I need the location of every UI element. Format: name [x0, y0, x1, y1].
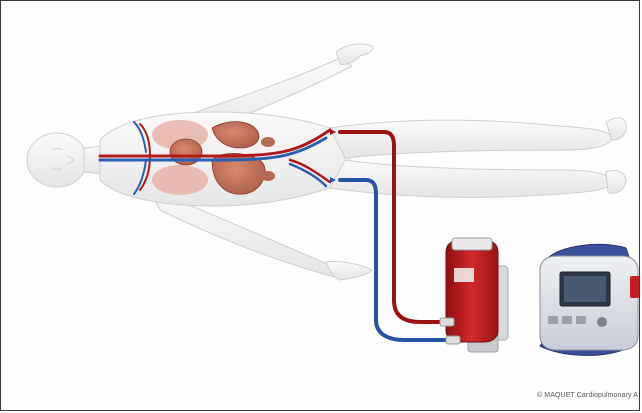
leg-lower	[330, 160, 612, 197]
leg-upper	[330, 120, 612, 158]
lung-lower	[152, 165, 208, 195]
foot-lower	[606, 170, 626, 193]
hand-lower	[326, 261, 372, 280]
head	[27, 133, 87, 187]
hand-upper	[336, 44, 373, 65]
kidney-lower	[261, 171, 275, 181]
pump-oxygenator	[440, 238, 508, 352]
arterial-cannula	[340, 132, 446, 322]
copyright-credit: © MAQUET Cardiopulmonary A	[537, 392, 638, 399]
kidney-upper	[261, 137, 275, 147]
body-outline	[27, 44, 626, 280]
control-console	[540, 244, 640, 355]
